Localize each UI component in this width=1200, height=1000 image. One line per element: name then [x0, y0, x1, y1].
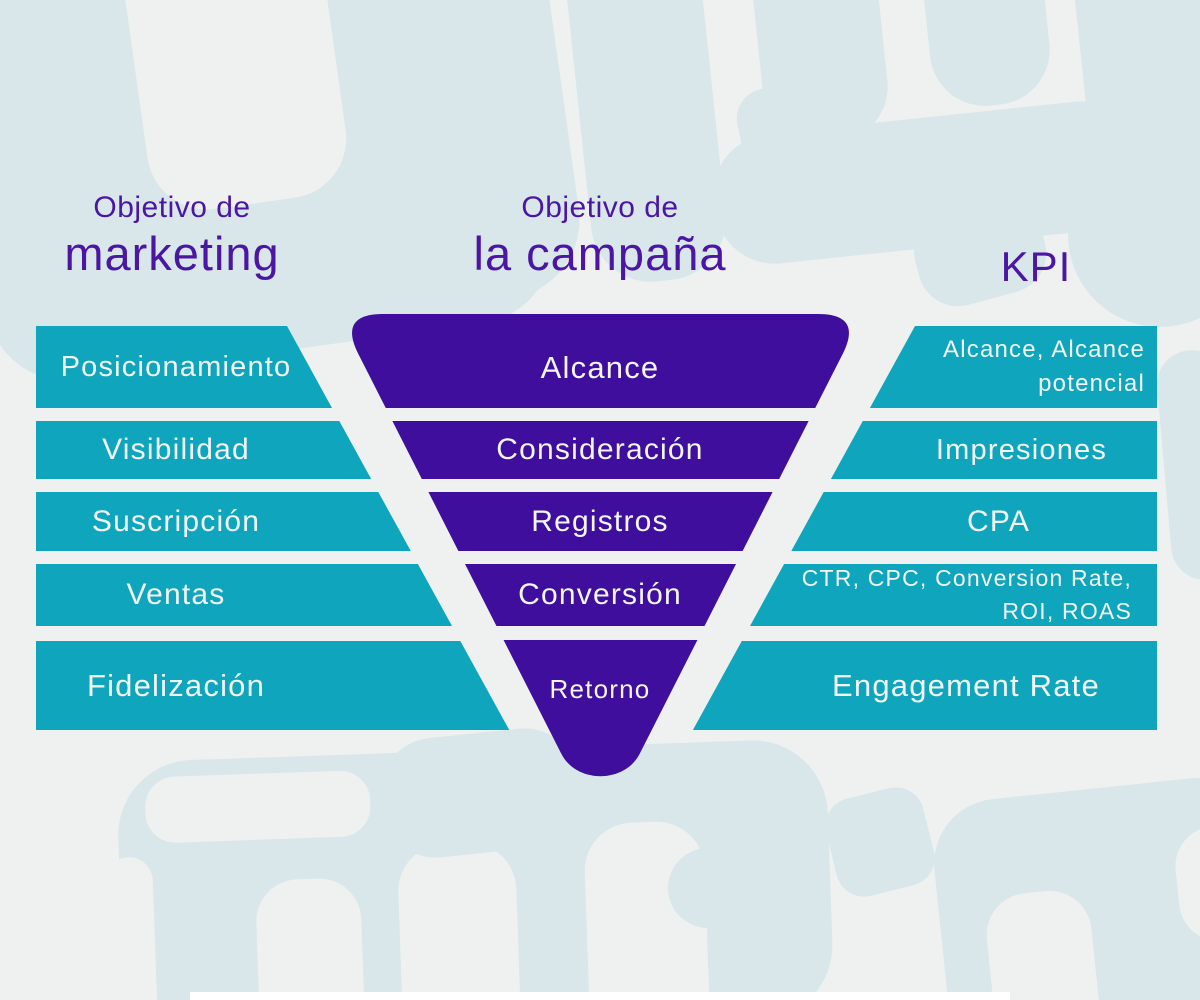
kpi-column-header: KPI	[876, 243, 1196, 291]
pattern-bottom-dot	[668, 848, 748, 928]
bottom-white-strip	[190, 992, 1010, 1000]
pattern-blob-kpi	[914, 198, 1047, 307]
pattern-dot	[413, 31, 497, 115]
campaign-column-header: Objetivo de la campaña	[440, 190, 760, 282]
kpi-bar-label-impresiones: Impresiones	[935, 433, 1108, 466]
marketing-column-header: Objetivo de marketing	[12, 190, 332, 282]
pattern-stalk	[1102, 85, 1200, 255]
funnel-stage-label-alcance: Alcance	[540, 350, 660, 385]
pattern-right-edge	[1156, 350, 1200, 580]
marketing-bar-shape-ventas	[36, 564, 452, 626]
campaign-header-line2: la campaña	[473, 227, 727, 280]
kpi-bar-shape-alcance	[869, 326, 1157, 408]
kpi-bar-label-alcance: Alcance, Alcance potencial	[943, 335, 1145, 397]
kpi-bar-shape-impresiones	[830, 421, 1157, 479]
funnel-stage-label-retorno: Retorno	[549, 673, 651, 704]
pattern-square	[736, 76, 864, 204]
pattern-under-funnel	[379, 728, 581, 858]
kpi-bar-shape-cpa	[791, 492, 1157, 551]
funnel-stage-label-registros: Registros	[531, 504, 669, 538]
kpi-bar-label-engagement: Engagement Rate	[832, 667, 1100, 703]
pattern-top-stripes	[560, 0, 1200, 282]
pattern-bottom-square	[825, 787, 935, 897]
marketing-bar-label-suscripcion: Suscripción	[91, 504, 261, 538]
marketing-bar-label-visibilidad: Visibilidad	[102, 433, 250, 466]
kpi-bar-shape-engagement	[692, 641, 1157, 730]
funnel-stage-label-conversion: Conversión	[518, 578, 682, 611]
marketing-header-line1: Objetivo de	[93, 191, 251, 224]
kpi-bar-shape-ctr	[750, 564, 1157, 626]
pattern-bottom-right	[934, 777, 1200, 1000]
marketing-bar-label-fidelizacion: Fidelización	[86, 667, 266, 703]
kpi-header-label: KPI	[1000, 243, 1072, 290]
marketing-bar-label-ventas: Ventas	[126, 578, 226, 611]
marketing-bar-shape-visibilidad	[36, 421, 372, 479]
campaign-header-line1: Objetivo de	[521, 191, 679, 224]
marketing-bar-shape-suscripcion	[36, 492, 411, 551]
kpi-bar-label-ctr: CTR, CPC, Conversion Rate, ROI, ROAS	[801, 565, 1132, 624]
marketing-bar-shape-fidelizacion	[36, 641, 510, 730]
funnel-stage-label-consideracion: Consideración	[496, 433, 704, 466]
marketing-bar-shape-posicionamiento	[36, 326, 332, 408]
marketing-bar-label-posicionamiento: Posicionamiento	[60, 350, 292, 383]
marketing-header-line2: marketing	[64, 227, 280, 280]
kpi-bar-label-cpa: CPA	[966, 504, 1031, 538]
